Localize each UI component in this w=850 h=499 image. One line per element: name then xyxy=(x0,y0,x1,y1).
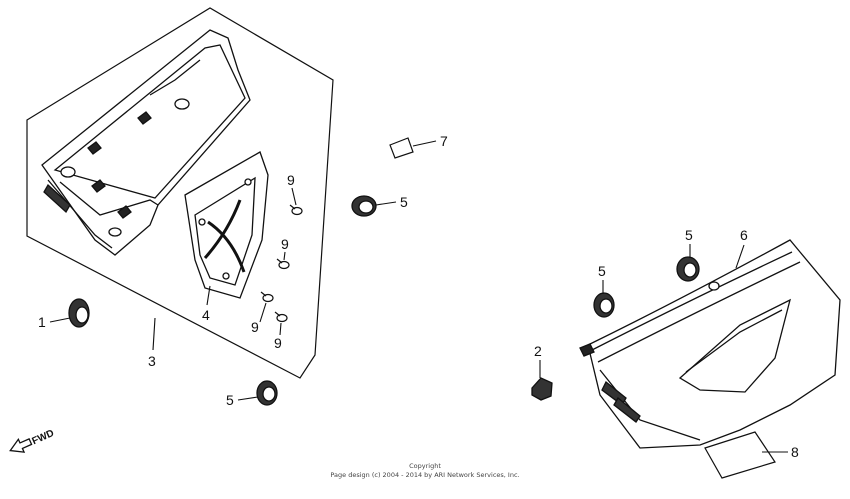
grommet-upper-center xyxy=(351,195,377,217)
leader-lines xyxy=(49,140,788,453)
grommet-part-1 xyxy=(68,298,90,328)
callout-9-mid: 9 xyxy=(281,236,289,252)
assembly-boundary xyxy=(26,7,334,379)
right-side-cover xyxy=(579,239,841,449)
fwd-arrow: FWD xyxy=(9,428,56,453)
page-design-credit: Page design (c) 2004 - 2014 by ARI Netwo… xyxy=(330,471,520,479)
copyright-line: Copyright xyxy=(409,462,441,470)
callout-9-bottom: 9 xyxy=(274,335,282,351)
callout-7: 7 xyxy=(440,133,448,149)
callout-4: 4 xyxy=(202,307,210,323)
grommet-right-b xyxy=(676,256,700,282)
screw-bottom xyxy=(274,311,288,323)
callout-1: 1 xyxy=(38,314,46,330)
grommet-right-a xyxy=(593,292,615,318)
screw-mid xyxy=(276,258,290,270)
callout-9-low: 9 xyxy=(251,319,259,335)
callout-5-lower: 5 xyxy=(226,392,234,408)
callout-2: 2 xyxy=(534,343,542,359)
callout-5-right-a: 5 xyxy=(598,263,606,279)
screw-low xyxy=(260,291,274,303)
left-side-cover xyxy=(41,29,251,256)
fwd-arrow-icon xyxy=(9,438,33,453)
callout-8: 8 xyxy=(791,444,799,460)
callout-5-center: 5 xyxy=(400,194,408,210)
fwd-label: FWD xyxy=(31,428,56,447)
screw-set xyxy=(260,204,303,323)
nut-part-2 xyxy=(531,377,553,401)
inner-plate xyxy=(184,151,269,299)
callout-6: 6 xyxy=(740,227,748,243)
label-sheet-part-8 xyxy=(704,431,776,479)
grommet-lower xyxy=(256,380,278,406)
callout-9-top: 9 xyxy=(287,172,295,188)
emblem-part-7 xyxy=(389,137,414,159)
callout-5-right-b: 5 xyxy=(685,227,693,243)
callout-3: 3 xyxy=(148,353,156,369)
screw-top xyxy=(289,204,303,216)
